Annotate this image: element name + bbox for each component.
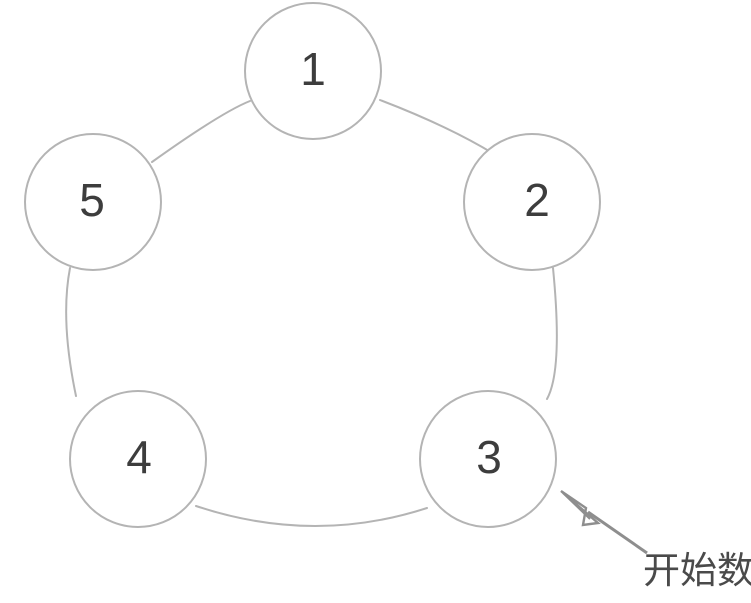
node-1-label: 1 — [300, 43, 326, 95]
node-4[interactable]: 4 — [69, 390, 207, 528]
arrow-shaft — [587, 510, 648, 555]
node-4-circle[interactable] — [69, 390, 207, 528]
edge-1-to-2 — [379, 99, 495, 155]
node-3-label: 3 — [476, 431, 502, 483]
edge-2-to-3 — [546, 267, 558, 400]
edge-5-to-1 — [151, 100, 251, 163]
node-1-circle[interactable] — [244, 2, 382, 140]
node-1[interactable]: 1 — [244, 2, 382, 140]
node-3[interactable]: 3 — [419, 390, 557, 528]
edge-group — [65, 99, 558, 527]
node-4-label: 4 — [126, 431, 152, 483]
edge-4-to-5 — [65, 267, 77, 397]
node-3-circle[interactable] — [419, 390, 557, 528]
node-2[interactable]: 2 — [463, 133, 601, 271]
node-5-circle[interactable] — [24, 133, 162, 271]
node-2-circle[interactable] — [463, 133, 601, 271]
node-2-label: 2 — [524, 174, 550, 226]
start-pointer-label: 开始数 — [643, 549, 751, 592]
node-5[interactable]: 5 — [24, 133, 162, 271]
start-pointer-arrow-icon — [560, 490, 648, 555]
arrow-head-rib — [562, 492, 591, 520]
node-5-label: 5 — [79, 174, 105, 226]
edge-3-to-4 — [195, 505, 428, 527]
